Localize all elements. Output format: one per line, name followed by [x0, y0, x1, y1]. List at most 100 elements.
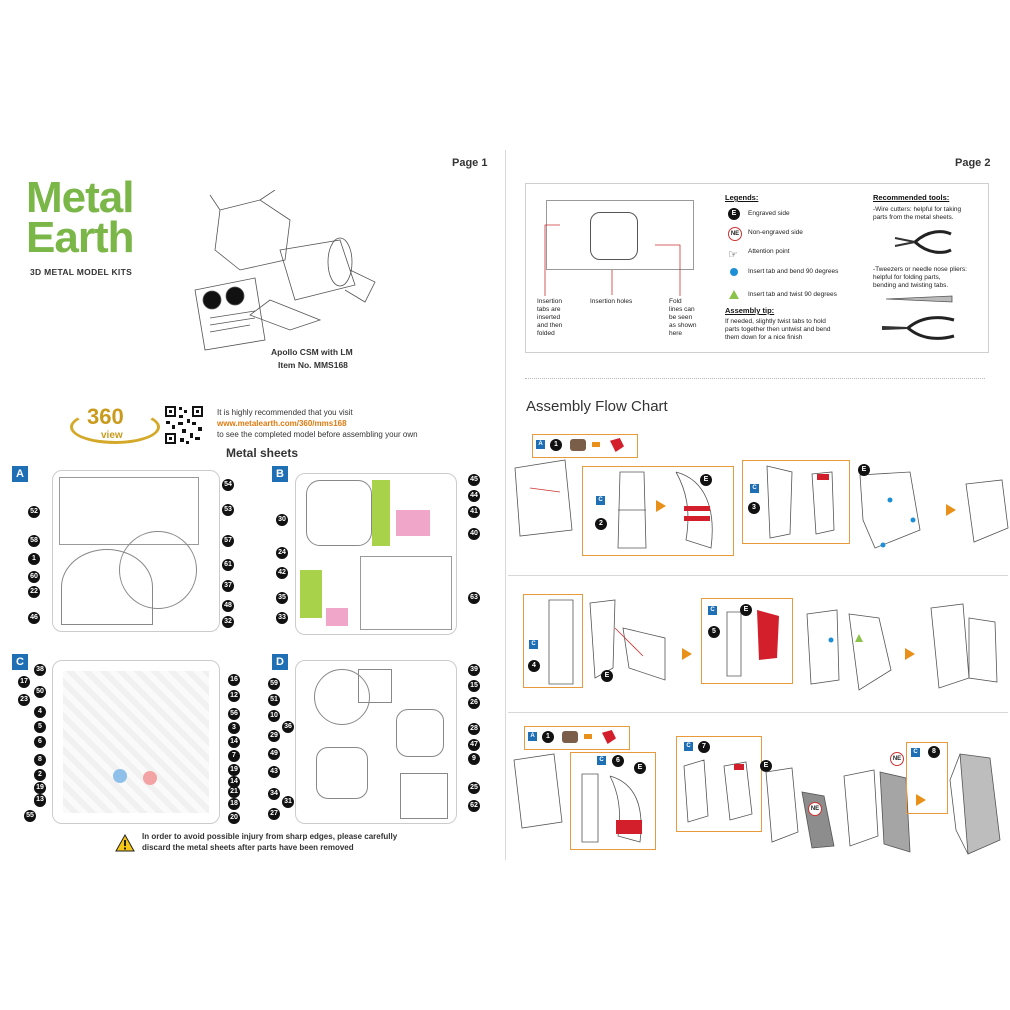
view-360-badge[interactable]: 360 view	[70, 402, 160, 444]
callout: 15	[468, 680, 480, 692]
callout: 29	[268, 730, 280, 742]
part-number: 6	[612, 755, 624, 767]
callout: 58	[28, 535, 40, 547]
callout: 10	[268, 710, 280, 722]
step-box	[582, 466, 734, 556]
red-stripe-sketch	[581, 773, 642, 843]
panel-engraved-sketch	[675, 471, 713, 549]
flow-row-2: C 4 E C 5 E	[515, 590, 1005, 700]
legends-title: Legends:	[725, 193, 759, 202]
engraved-badge: E	[858, 464, 870, 476]
callout: 51	[268, 694, 280, 706]
view360-text1: It is highly recommended that you visit	[217, 408, 353, 417]
callout: 3	[228, 722, 240, 734]
callout: 61	[222, 559, 234, 571]
model-illustration	[194, 190, 376, 351]
callout: 24	[276, 547, 288, 559]
needle-nose-pliers-icon	[881, 316, 955, 340]
step-box	[701, 598, 793, 684]
sheet-tag: A	[536, 440, 545, 449]
step-box	[742, 460, 850, 544]
callout: 60	[28, 571, 40, 583]
octagon-part	[590, 212, 638, 260]
step-box	[676, 736, 762, 832]
part-callout-box	[532, 434, 638, 458]
callout: 8	[34, 754, 46, 766]
callout: 52	[28, 506, 40, 518]
view360-link[interactable]: www.metalearth.com/360/mms168	[217, 419, 347, 428]
assembled-sketch	[859, 471, 921, 549]
sheet-d-disc	[314, 669, 370, 725]
label-line: inserted	[537, 314, 561, 321]
tip-line: parts together then untwist and bend	[725, 326, 831, 333]
capsule-sketch	[513, 753, 563, 829]
legend-text: Insert tab and twist 90 degrees	[748, 291, 837, 298]
qr-code-icon[interactable]	[164, 405, 204, 445]
callout: 38	[34, 664, 46, 676]
callout: 7	[228, 750, 240, 762]
sheet-label-b: B	[272, 466, 288, 482]
callout: 14	[228, 776, 240, 788]
sheet-tag: C	[911, 748, 920, 757]
callout: 25	[468, 782, 480, 794]
assembly-tip-title: Assembly tip:	[725, 306, 775, 315]
sheet-c-pink-disc	[143, 771, 157, 785]
label-line: lines can	[669, 306, 695, 313]
callout: 9	[468, 753, 480, 765]
callout: 45	[468, 474, 480, 486]
engraved-badge: E	[601, 670, 613, 682]
non-engraved-icon: NE	[728, 227, 742, 241]
tools-line: parts from the metal sheets.	[873, 214, 954, 221]
callout: 31	[282, 796, 294, 808]
callout: 19	[228, 764, 240, 776]
callout: 17	[18, 676, 30, 688]
part-number: 7	[698, 741, 710, 753]
sheet-label-c: C	[12, 654, 28, 670]
capsule-sketch	[514, 459, 573, 537]
brand-line2: Earth	[26, 213, 134, 262]
callout: 13	[34, 794, 46, 806]
part-number: 4	[528, 660, 540, 672]
assembly-sketch	[806, 609, 892, 691]
callout: 50	[34, 686, 46, 698]
arrow-icon	[905, 648, 915, 660]
callout: 55	[24, 810, 36, 822]
tools-tweezers-text: -Tweezers or needle nose pliers: helpful…	[873, 266, 967, 290]
sheet-b-pink-part-2	[326, 608, 348, 626]
label-line: as shown	[669, 322, 697, 329]
flow-row-1: A 1 C 2 E C 3 E	[510, 430, 1010, 570]
sheet-a-top-panel	[59, 477, 199, 545]
leader-lines	[544, 224, 681, 296]
sheet-c-blue-disc	[113, 769, 127, 783]
metal-sheets-title: Metal sheets	[226, 446, 299, 460]
part-number: 3	[748, 502, 760, 514]
tools-cutters-text: -Wire cutters: helpful for taking parts …	[873, 206, 961, 222]
tools-line: bending and twisting tabs.	[873, 282, 949, 289]
label-line: and then	[537, 322, 563, 329]
sheet-b	[295, 473, 457, 635]
bracket-sketch	[766, 465, 835, 539]
arrow-icon	[584, 734, 592, 739]
sheet-b-green-part-2	[300, 570, 322, 618]
arrow-icon	[916, 794, 926, 806]
callout: 39	[468, 664, 480, 676]
callout: 57	[222, 535, 234, 547]
sheet-d	[295, 660, 457, 824]
strut-sketch	[548, 599, 574, 685]
model-item-number: Item No. MMS168	[278, 360, 348, 370]
sheet-d-square	[358, 669, 392, 703]
non-engraved-badge: NE	[890, 752, 904, 766]
badge-ring-icon	[70, 410, 160, 444]
engraved-badge: E	[740, 604, 752, 616]
engraved-badge: E	[760, 760, 772, 772]
callout: 46	[28, 612, 40, 624]
part-callout-box	[524, 726, 630, 750]
brand-line1: Metal	[26, 173, 134, 222]
callout: 59	[268, 678, 280, 690]
sheet-c	[52, 660, 220, 824]
callout: 19	[34, 782, 46, 794]
engraved-badge: E	[634, 762, 646, 774]
sheet-d-octagon-2	[316, 747, 368, 799]
callout: 54	[222, 479, 234, 491]
tab-diagram-label-fold: Fold lines can be seen as shown here	[669, 298, 696, 338]
